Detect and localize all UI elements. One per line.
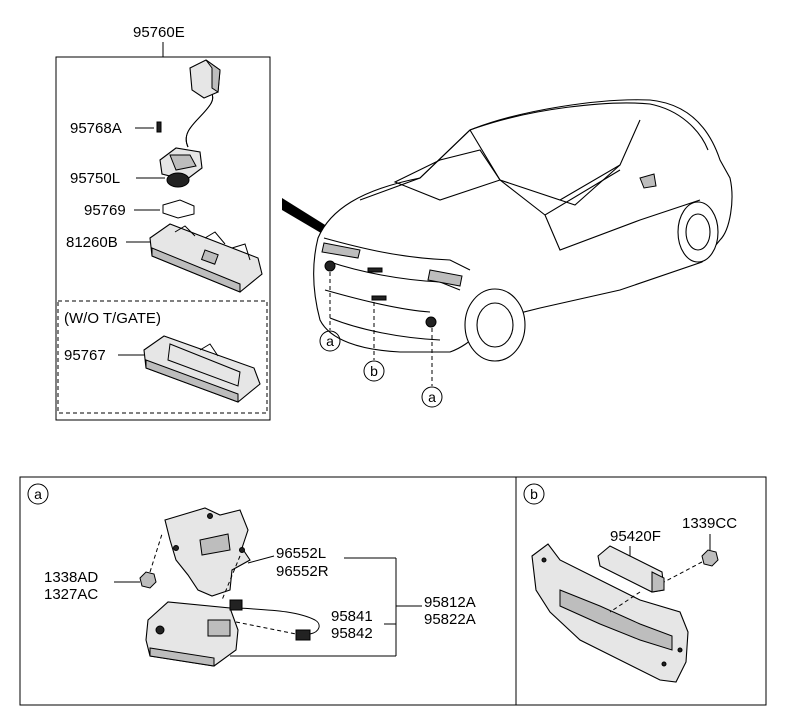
nut-b-icon <box>701 549 719 567</box>
camera-bracket-icon <box>164 507 251 597</box>
label-95767: 95767 <box>64 347 106 364</box>
harness-connector <box>185 59 221 148</box>
callout-b: b <box>363 360 385 382</box>
handle-cover-icon <box>143 335 261 403</box>
label-95822a: 95822A <box>424 611 476 628</box>
detail-b-panel: b 95420F 1339CC <box>515 476 767 706</box>
camera-module-icon <box>145 601 239 667</box>
detail-b-circle <box>523 483 545 505</box>
label-96552r: 96552R <box>276 563 329 580</box>
callout-a-left: a <box>319 330 341 352</box>
callout-a-right: a <box>421 386 443 408</box>
label-95842: 95842 <box>331 625 373 642</box>
label-1338ad: 1338AD <box>44 569 98 586</box>
svg-text:a: a <box>326 333 334 349</box>
parts-panel: 95760E 95768A 95750L 95769 81260B <box>55 24 271 421</box>
front-wheel <box>677 201 719 263</box>
connector-cable-icon <box>229 599 320 641</box>
svg-text:a: a <box>428 389 436 405</box>
detail-a-panel: a 1338AD 1327AC 965 <box>19 476 517 706</box>
label-95812a: 95812A <box>424 594 476 611</box>
label-95750l: 95750L <box>70 170 120 187</box>
bumper-bracket-icon <box>597 545 665 593</box>
detail-a-circle <box>27 483 49 505</box>
gasket-icon <box>162 199 195 219</box>
camera-icon <box>159 147 203 188</box>
bolt-icon <box>156 121 162 133</box>
label-1327ac: 1327AC <box>44 586 98 603</box>
detail-b-circle-label: b <box>530 486 538 502</box>
rear-panel-icon <box>531 543 689 683</box>
label-95760e: 95760E <box>133 24 185 41</box>
label-95768a: 95768A <box>70 120 122 137</box>
svg-text:b: b <box>370 363 378 379</box>
label-95769: 95769 <box>84 202 126 219</box>
detail-a-circle-label: a <box>34 486 42 502</box>
label-95841: 95841 <box>331 608 373 625</box>
panel-frame <box>55 56 271 421</box>
nut-icon <box>139 571 157 589</box>
label-wo-tgate: (W/O T/GATE) <box>64 310 161 327</box>
detail-b-frame <box>515 476 767 706</box>
car-illustration: a b a <box>282 99 733 408</box>
label-96552l: 96552L <box>276 545 326 562</box>
rear-wheel <box>464 288 526 362</box>
label-81260b: 81260B <box>66 234 118 251</box>
label-95420f: 95420F <box>610 528 661 545</box>
handle-housing-icon <box>149 223 263 293</box>
label-1339cc: 1339CC <box>682 515 737 532</box>
